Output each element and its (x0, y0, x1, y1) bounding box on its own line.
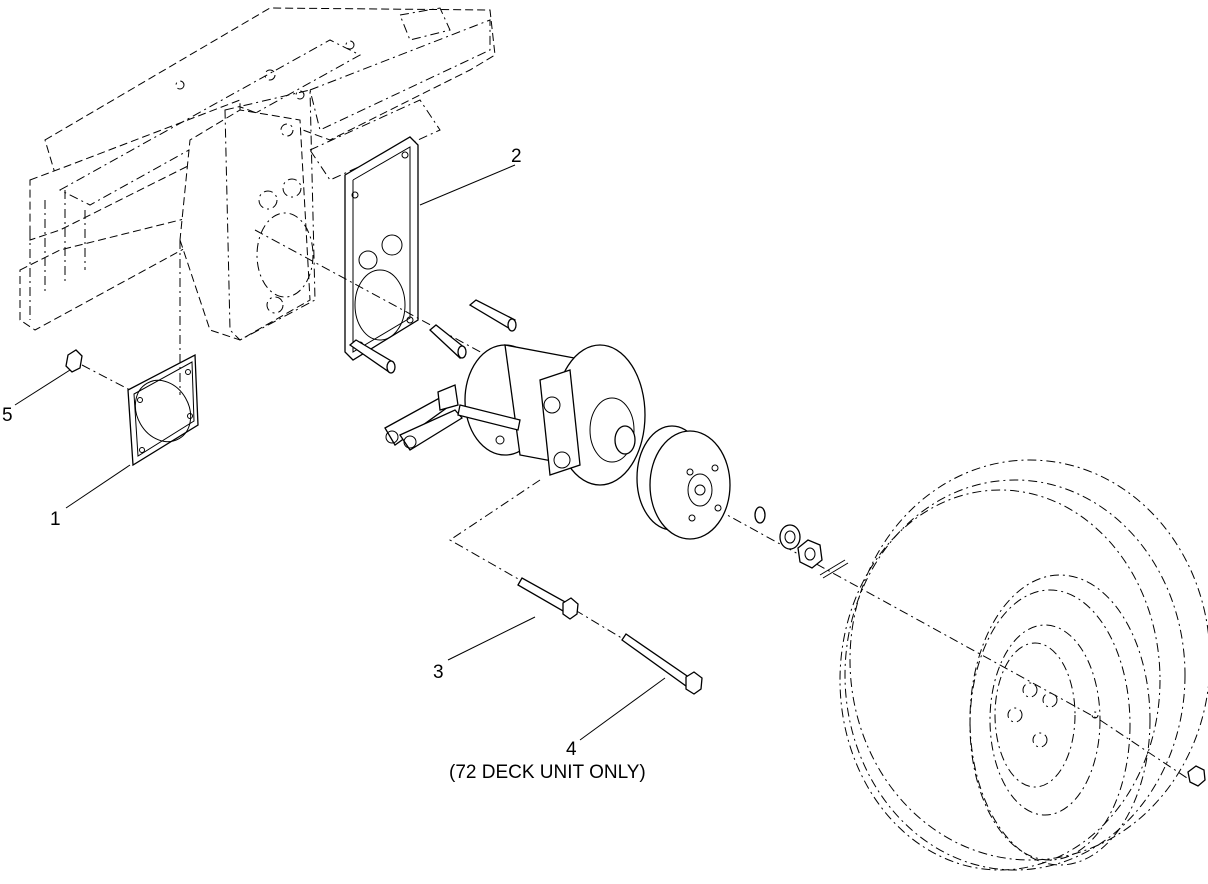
gasket-part-1 (127, 353, 199, 467)
wheel-nut (1187, 765, 1206, 787)
bolt-part-3 (517, 577, 579, 620)
hub (636, 425, 731, 540)
callout-4-note: (72 DECK UNIT ONLY) (449, 762, 646, 783)
pins (348, 299, 517, 374)
callout-1-label: 1 (50, 509, 61, 530)
callout-4-label: 4 (566, 739, 577, 760)
wheel-motor (384, 344, 646, 486)
tire-phantom (839, 459, 1208, 871)
callout-3-label: 3 (433, 662, 444, 683)
hub-hardware (754, 506, 849, 579)
leader-lines (14, 164, 666, 741)
plate-part-2 (344, 136, 419, 361)
bolt-part-4 (621, 633, 703, 695)
callout-2-label: 2 (511, 146, 522, 167)
nut-part-5 (65, 349, 83, 373)
frame-phantom (19, 7, 496, 341)
callout-5-label: 5 (2, 405, 13, 426)
